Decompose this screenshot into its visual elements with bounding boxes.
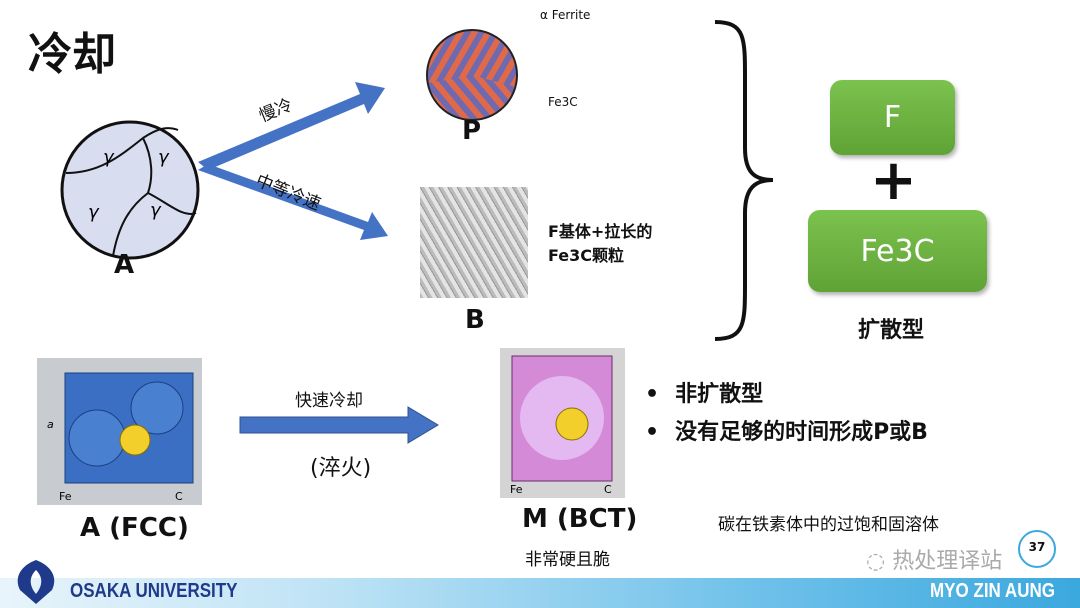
bct-unit-cell: Fe C bbox=[500, 348, 625, 498]
bct-label: M (BCT) bbox=[522, 504, 638, 534]
svg-text:γ: γ bbox=[150, 200, 162, 221]
bullet-list: 非扩散型 没有足够的时间形成P或B bbox=[645, 376, 928, 452]
pearlite-label: P bbox=[462, 116, 482, 146]
svg-text:Fe: Fe bbox=[59, 490, 72, 503]
fcc-unit-cell: a Fe C bbox=[37, 358, 202, 505]
cooling-arrows bbox=[198, 82, 388, 240]
slide-title: 冷却 bbox=[28, 29, 116, 80]
svg-text:C: C bbox=[604, 483, 612, 496]
quench-label: (淬火) bbox=[310, 456, 372, 481]
bainite-micrograph bbox=[420, 187, 528, 298]
footer-bar bbox=[0, 578, 1080, 608]
wechat-icon: ◌ bbox=[866, 549, 893, 574]
plus-sign: + bbox=[870, 148, 917, 213]
svg-text:γ: γ bbox=[158, 147, 170, 168]
svg-text:C: C bbox=[175, 490, 183, 503]
watermark: ◌ 热处理译站 bbox=[866, 549, 1003, 574]
footer-org: OSAKA UNIVERSITY bbox=[70, 580, 238, 602]
fe3c-box: Fe3C bbox=[808, 210, 987, 292]
bainite-label: B bbox=[465, 305, 485, 335]
page-number: 37 bbox=[1018, 530, 1056, 568]
curly-brace bbox=[714, 20, 774, 341]
bct-note: 非常硬且脆 bbox=[525, 550, 610, 570]
svg-text:γ: γ bbox=[88, 202, 100, 223]
bullet-item: 非扩散型 bbox=[645, 376, 928, 414]
fe3c-callout: Fe3C bbox=[548, 95, 578, 109]
svg-text:a: a bbox=[47, 418, 54, 431]
bainite-description: F基体+拉长的 Fe3C颗粒 bbox=[548, 222, 653, 265]
austenite-label: A bbox=[114, 250, 135, 280]
bullet-item: 没有足够的时间形成P或B bbox=[645, 414, 928, 452]
svg-text:Fe: Fe bbox=[510, 483, 523, 496]
gamma-label: γ bbox=[103, 147, 115, 168]
diffusion-type-label: 扩散型 bbox=[858, 318, 925, 343]
fcc-label: A (FCC) bbox=[80, 513, 189, 543]
fast-cooling-label: 快速冷却 bbox=[295, 391, 363, 411]
alpha-ferrite-callout: α Ferrite bbox=[540, 8, 591, 22]
ferrite-box: F bbox=[830, 80, 955, 155]
martensite-description: 碳在铁素体中的过饱和固溶体 bbox=[718, 515, 939, 535]
footer-author: MYO ZIN AUNG bbox=[930, 580, 1055, 602]
osaka-university-logo bbox=[17, 560, 55, 604]
pearlite-diagram bbox=[426, 29, 518, 121]
quench-arrow bbox=[239, 406, 439, 444]
austenite-grain-diagram: γ γ γ γ bbox=[60, 120, 200, 260]
